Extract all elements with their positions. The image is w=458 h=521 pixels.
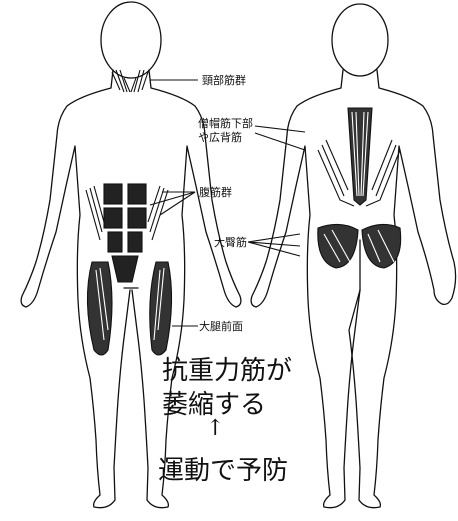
caption-line-3: 運動で予防 (158, 450, 288, 487)
back-body-outline (251, 4, 456, 508)
label-neck-muscles: 頸部筋群 (202, 74, 246, 87)
back-upper-muscles (318, 108, 400, 206)
label-abdominal-muscles: 腹筋群 (199, 186, 232, 199)
label-gluteus: 大臀筋 (214, 236, 247, 249)
up-arrow-icon: ↑ (206, 416, 224, 441)
gluteus-muscles (318, 224, 401, 268)
label-thigh-front: 大腿前面 (199, 320, 243, 333)
label-trapezius: 僧帽筋下部 (198, 117, 253, 130)
caption-line-1: 抗重力筋が (162, 350, 292, 387)
neck-muscles-front (112, 70, 148, 92)
label-latissimus: や広背筋 (198, 131, 242, 144)
